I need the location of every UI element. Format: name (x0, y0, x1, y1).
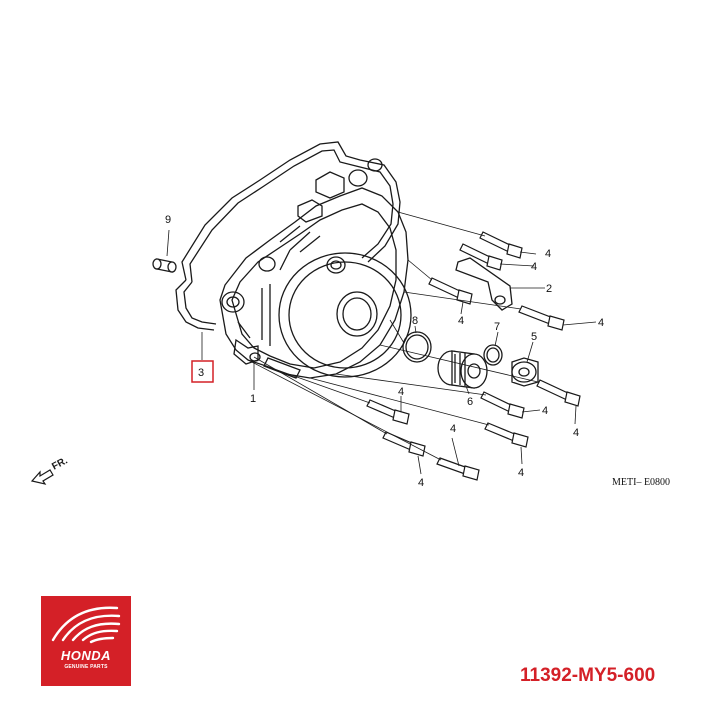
part-number: 11392-MY5-600 (520, 665, 656, 686)
o-ring (402, 331, 432, 363)
dowel-pin (152, 258, 177, 273)
highlight-box-3 (191, 360, 214, 383)
callout-3: 3 (198, 367, 204, 379)
callout-4-h: 4 (398, 386, 404, 398)
honda-logo: HONDA GENUINE PARTS (41, 596, 131, 686)
callout-8: 8 (412, 315, 418, 327)
callout-5: 5 (531, 331, 537, 343)
plug-cap (437, 350, 488, 389)
leader-lines (166, 211, 597, 475)
callout-4-g: 4 (518, 467, 524, 479)
callout-9: 9 (165, 214, 171, 226)
callout-4-f: 4 (542, 405, 548, 417)
callout-4-e: 4 (573, 427, 579, 439)
callout-4-i: 4 (418, 477, 424, 489)
front-label: FR. (50, 455, 70, 472)
small-o-ring (483, 344, 503, 366)
callout-6: 6 (467, 396, 473, 408)
callout-4-d: 4 (598, 317, 604, 329)
bolt-group (366, 231, 581, 481)
small-plug (511, 357, 539, 387)
callout-2: 2 (546, 283, 552, 295)
front-direction-marker: FR. (30, 455, 70, 485)
brand-tagline: GENUINE PARTS (64, 664, 108, 670)
callout-4-a: 4 (545, 248, 551, 260)
callout-4-c: 4 (458, 315, 464, 327)
drawing-code: METI– E0800 (612, 477, 670, 488)
bracket (455, 257, 513, 311)
callout-7: 7 (494, 321, 500, 333)
wing-icon (51, 606, 121, 644)
callout-1: 1 (250, 393, 256, 405)
callout-4-b: 4 (531, 261, 537, 273)
brand-name: HONDA (60, 648, 112, 663)
callout-4-j: 4 (450, 423, 456, 435)
front-arrow-icon (30, 469, 54, 485)
